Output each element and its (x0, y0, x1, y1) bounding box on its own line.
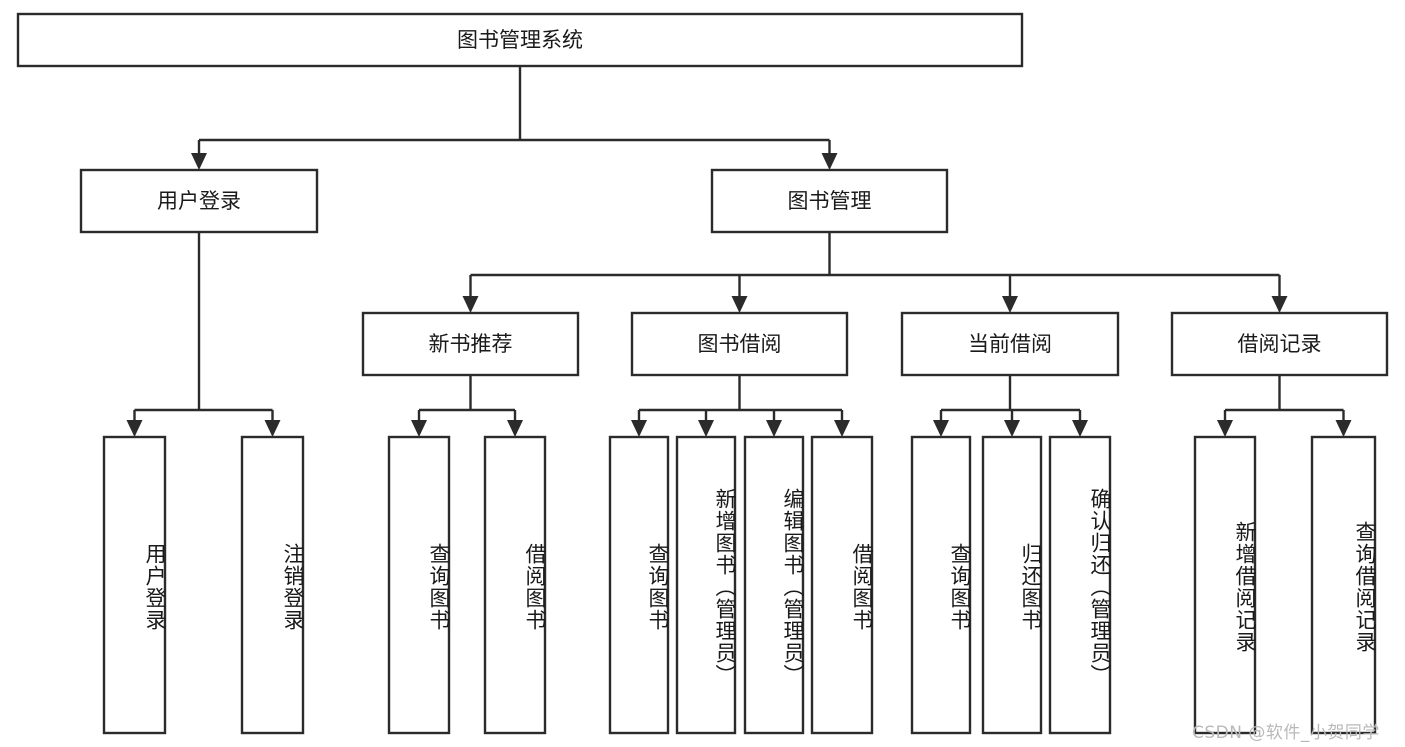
arrow-head-icon (264, 420, 281, 437)
arrow-head-icon (698, 420, 714, 437)
node-current-borrow[interactable]: 当前借阅 (900, 311, 1120, 377)
arrow-head-icon (933, 420, 949, 437)
arrow-head-icon (126, 420, 143, 437)
node-box-leaf-add-book (675, 435, 737, 735)
csdn-watermark: CSDN @软件_小贺同学 (1192, 723, 1380, 743)
node-leaf-user-login[interactable] (102, 435, 167, 735)
arrow-head-icon (731, 296, 748, 313)
node-leaf-logout[interactable] (240, 435, 305, 735)
arrow-head-icon (1217, 420, 1233, 437)
connector-group-new-book-recommend (411, 375, 523, 437)
node-box-leaf-query-book-2 (608, 435, 670, 735)
node-box-leaf-query-book-3 (910, 435, 972, 735)
arrow-head-icon (507, 420, 523, 437)
node-box-user-login (79, 168, 319, 234)
arrow-head-icon (191, 153, 207, 170)
node-leaf-borrow-book-1[interactable] (483, 435, 547, 735)
arrow-head-icon (1004, 420, 1020, 437)
node-leaf-return-book[interactable] (981, 435, 1043, 735)
connector-layer (126, 66, 1352, 437)
node-label-current-borrow: 当前借阅 (968, 332, 1052, 356)
node-leaf-query-book-3[interactable] (910, 435, 972, 735)
connector-group-book-borrow (631, 375, 850, 437)
connector-group-book-manage (462, 232, 1288, 313)
connector-group-root (191, 66, 838, 170)
arrow-head-icon (1271, 296, 1288, 313)
node-box-leaf-edit-book (743, 435, 805, 735)
node-box-leaf-query-book-1 (387, 435, 451, 735)
arrow-head-icon (411, 420, 427, 437)
node-leaf-borrow-book-2[interactable] (810, 435, 874, 735)
node-box-leaf-add-record (1193, 435, 1257, 735)
node-box-current-borrow (900, 311, 1120, 377)
node-box-leaf-logout (240, 435, 305, 735)
node-box-leaf-confirm-return (1048, 435, 1112, 735)
node-leaf-query-record[interactable] (1310, 435, 1377, 735)
node-box-borrow-record (1170, 311, 1389, 377)
connector-group-user-login (126, 232, 281, 437)
node-book-borrow[interactable]: 图书借阅 (630, 311, 849, 377)
node-label-borrow-record: 借阅记录 (1238, 332, 1322, 356)
connector-group-borrow-record (1217, 375, 1352, 437)
node-box-leaf-borrow-book-1 (483, 435, 547, 735)
node-label-book-manage: 图书管理 (788, 189, 872, 213)
node-leaf-query-book-2[interactable] (608, 435, 670, 735)
node-box-leaf-return-book (981, 435, 1043, 735)
node-leaf-query-book-1[interactable] (387, 435, 451, 735)
arrow-head-icon (1335, 420, 1352, 437)
arrow-head-icon (1002, 296, 1018, 313)
node-box-leaf-user-login (102, 435, 167, 735)
node-leaf-add-record[interactable] (1193, 435, 1257, 735)
node-box-book-borrow (630, 311, 849, 377)
node-label-book-borrow: 图书借阅 (698, 332, 782, 356)
node-box-new-book-recommend (361, 311, 580, 377)
arrow-head-icon (1072, 420, 1088, 437)
node-user-login[interactable]: 用户登录 (79, 168, 319, 234)
node-box-book-manage (710, 168, 949, 234)
node-borrow-record[interactable]: 借阅记录 (1170, 311, 1389, 377)
node-leaf-add-book[interactable] (675, 435, 737, 735)
node-label-user-login: 用户登录 (157, 189, 241, 213)
connector-group-current-borrow (933, 375, 1088, 437)
arrow-head-icon (462, 296, 479, 313)
node-leaf-confirm-return[interactable] (1048, 435, 1112, 735)
node-root[interactable]: 图书管理系统 (16, 12, 1024, 68)
node-label-root: 图书管理系统 (457, 28, 583, 52)
arrow-head-icon (631, 420, 647, 437)
arrow-head-icon (766, 420, 782, 437)
arrow-head-icon (834, 420, 850, 437)
node-box-root (16, 12, 1024, 68)
node-new-book-recommend[interactable]: 新书推荐 (361, 311, 580, 377)
node-box-leaf-query-record (1310, 435, 1377, 735)
node-leaf-edit-book[interactable] (743, 435, 805, 735)
node-box-leaf-borrow-book-2 (810, 435, 874, 735)
arrow-head-icon (821, 153, 838, 170)
node-label-new-book-recommend: 新书推荐 (429, 332, 513, 356)
node-book-manage[interactable]: 图书管理 (710, 168, 949, 234)
